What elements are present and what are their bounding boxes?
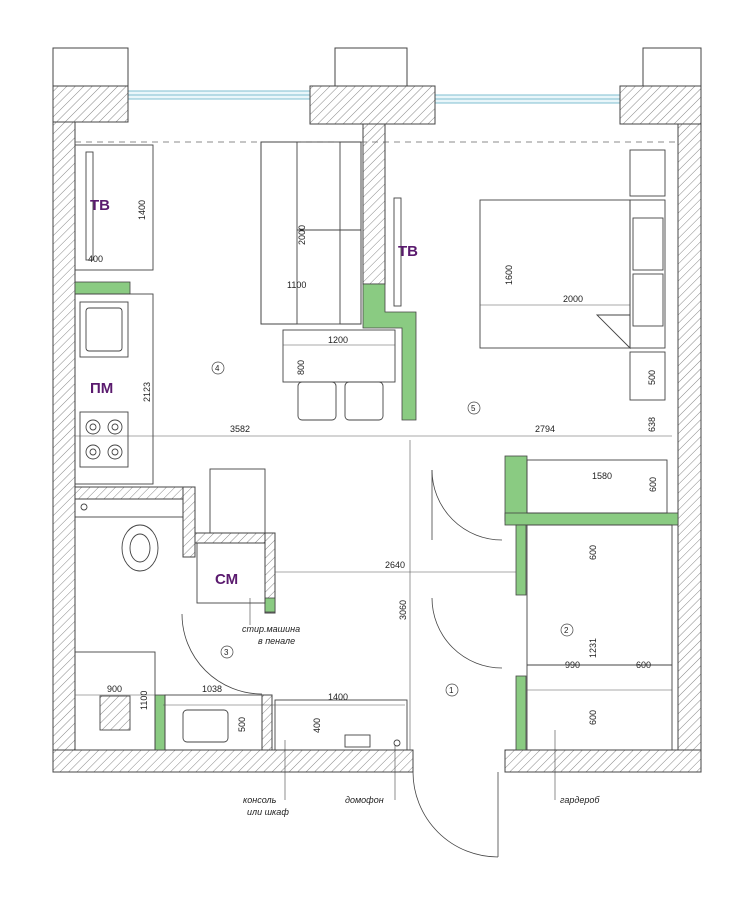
green-partitions xyxy=(74,281,679,751)
dim-3060: 3060 xyxy=(398,600,408,620)
tv-stand-left xyxy=(74,144,154,271)
console-note-line1: консоль xyxy=(243,795,277,805)
dim-990: 990 xyxy=(565,660,580,670)
bathroom-fixtures xyxy=(74,468,408,751)
dim-1400-tv: 1400 xyxy=(137,200,147,220)
exterior-boxes xyxy=(52,47,702,87)
dim-1400-console: 1400 xyxy=(328,692,348,702)
room-number-1: 1 xyxy=(449,686,454,695)
dim-800-table: 800 xyxy=(296,360,306,375)
room-markers xyxy=(211,361,574,697)
washer-note-line1: стир.машина xyxy=(242,624,300,634)
dim-500-nightstand: 500 xyxy=(647,370,657,385)
console-note-line2: или шкаф xyxy=(247,807,289,817)
dimension-lines xyxy=(75,294,672,750)
dim-1231: 1231 xyxy=(588,638,598,658)
room-number-2: 2 xyxy=(564,626,569,635)
washer-label: СМ xyxy=(215,571,238,588)
sofa xyxy=(260,141,362,325)
dim-600-wardrobe: 600 xyxy=(648,477,658,492)
dim-600-room2-top: 600 xyxy=(588,545,598,560)
dim-600-room2-bottom: 600 xyxy=(588,710,598,725)
tv-label-left: ТВ xyxy=(90,197,110,214)
intercom-note: домофон xyxy=(345,795,384,805)
wardrobe-note: гардероб xyxy=(560,795,600,805)
tv-stand-right xyxy=(393,197,402,307)
dim-600-room2-right: 600 xyxy=(636,660,651,670)
bed xyxy=(479,149,666,401)
dim-3582: 3582 xyxy=(230,424,250,434)
wardrobe-room2 xyxy=(526,524,673,751)
dim-2000-sofa: 2000 xyxy=(297,225,307,245)
dim-1100-shower: 1100 xyxy=(139,691,149,710)
dining-table xyxy=(282,329,396,421)
wardrobe-room5 xyxy=(526,459,668,514)
leader-lines xyxy=(249,598,556,800)
dim-638: 638 xyxy=(647,417,657,432)
dim-1038: 1038 xyxy=(202,684,222,694)
room-number-4: 4 xyxy=(215,364,220,373)
kitchen-label: ПМ xyxy=(90,380,113,397)
dim-2123-kitchen: 2123 xyxy=(142,382,152,402)
room-number-3: 3 xyxy=(224,648,229,657)
room-number-5: 5 xyxy=(471,404,476,413)
washer-note-line2: в пенале xyxy=(258,636,295,646)
tv-label-right: ТВ xyxy=(398,243,418,260)
dim-400-console: 400 xyxy=(312,718,322,733)
dim-1580: 1580 xyxy=(592,471,612,481)
dim-1600-bed: 1600 xyxy=(504,265,514,285)
dim-400-tv: 400 xyxy=(88,254,103,264)
dim-1100-sofa: 1100 xyxy=(287,280,306,290)
walls xyxy=(52,85,702,773)
dim-1200-table: 1200 xyxy=(328,335,348,345)
dim-900-shower: 900 xyxy=(107,684,122,694)
kitchen-counter xyxy=(74,293,154,485)
dim-2794: 2794 xyxy=(535,424,555,434)
dim-500-sink: 500 xyxy=(237,717,247,732)
doors xyxy=(181,469,503,858)
dim-2640: 2640 xyxy=(385,560,405,570)
dim-2000-bed: 2000 xyxy=(563,294,583,304)
